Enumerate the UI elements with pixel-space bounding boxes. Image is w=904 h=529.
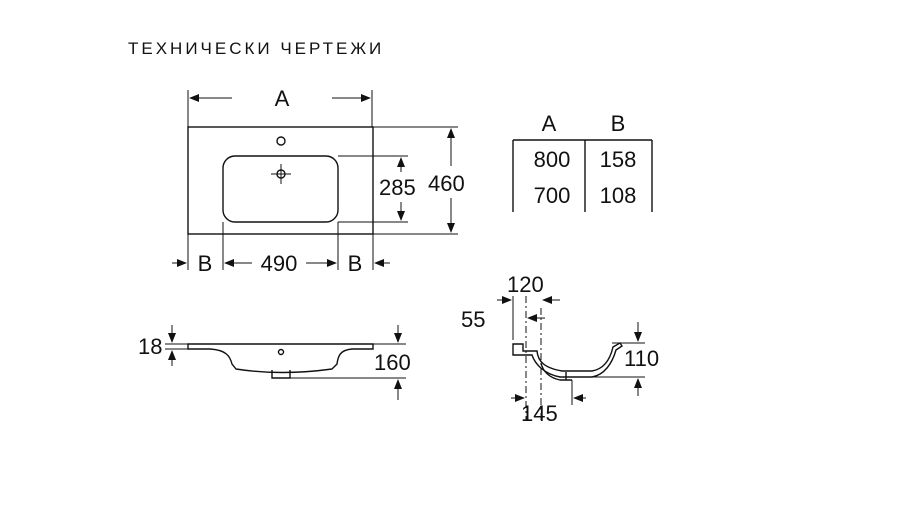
table-cell: 108 <box>600 183 637 208</box>
side-view: 120 55 110 145 <box>461 272 659 426</box>
side-55-label: 55 <box>461 307 485 332</box>
arrowhead <box>189 94 199 102</box>
arrowhead <box>168 350 176 360</box>
arrowhead <box>502 296 512 304</box>
drain-outlet <box>271 370 291 379</box>
basin-side-profile <box>512 342 623 378</box>
arrowhead <box>542 296 552 304</box>
arrowhead <box>394 333 402 343</box>
arrowhead <box>361 94 371 102</box>
arrowhead <box>177 259 187 267</box>
rim-18-label: 18 <box>138 334 162 359</box>
arrowhead <box>374 259 384 267</box>
arrowhead <box>573 394 583 402</box>
basin-front-profile <box>187 343 374 374</box>
arrowhead <box>515 394 525 402</box>
bowl-outline <box>222 155 339 223</box>
arrowhead <box>527 314 537 322</box>
drain-pipe <box>540 362 572 381</box>
page-title: ТЕХНИЧЕСКИ ЧЕРТЕЖИ <box>128 39 384 58</box>
bowl-width-490-label: 490 <box>261 251 298 276</box>
faucet-hole-front <box>277 348 285 356</box>
bowl-depth-285-label: 285 <box>379 175 416 200</box>
table-cell: 700 <box>534 183 571 208</box>
height-160-label: 160 <box>374 350 411 375</box>
side-110-label: 110 <box>624 346 659 371</box>
width-a-label: A <box>275 86 290 111</box>
top-view: A 460 285 B <box>172 86 465 276</box>
side-120-label: 120 <box>507 272 544 297</box>
table-cell: 158 <box>600 147 637 172</box>
depth-460-label: 460 <box>428 171 465 196</box>
arrowhead <box>634 332 642 342</box>
arrowhead <box>634 378 642 388</box>
table-header-b: B <box>611 111 626 136</box>
dimension-table: A B 800 158 700 108 <box>512 111 653 212</box>
front-view: 18 160 <box>138 325 411 400</box>
arrowhead <box>447 223 455 233</box>
arrowhead <box>224 259 234 267</box>
arrowhead <box>447 128 455 138</box>
left-offset-b-label: B <box>198 251 213 276</box>
arrowhead <box>394 379 402 389</box>
basin-outline <box>187 126 374 235</box>
arrowhead <box>327 259 337 267</box>
side-145-label: 145 <box>521 401 558 426</box>
right-offset-b-label: B <box>348 251 363 276</box>
arrowhead <box>397 157 405 167</box>
table-cell: 800 <box>534 147 571 172</box>
arrowhead <box>168 333 176 343</box>
table-header-a: A <box>542 111 557 136</box>
faucet-hole <box>276 136 286 146</box>
arrowhead <box>397 211 405 221</box>
